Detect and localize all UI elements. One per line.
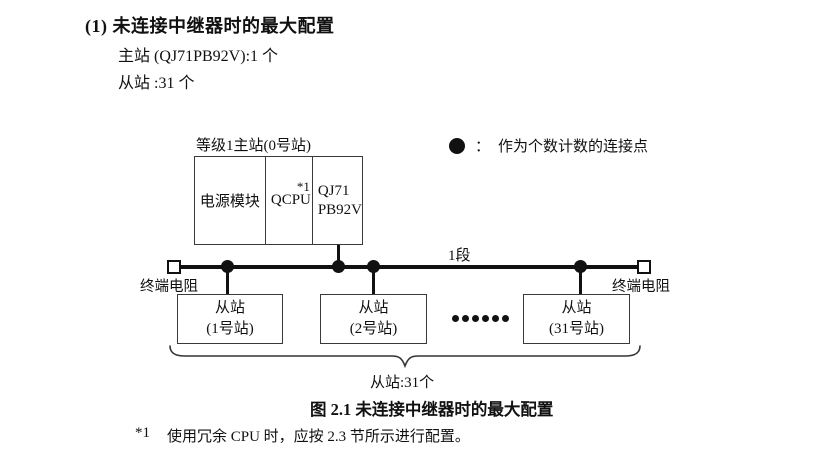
slave1-subtitle: (1号站) [206,321,254,337]
footnote-marker: *1 [135,425,150,441]
slave2-subtitle: (2号站) [349,321,398,337]
ellipsis-dots-icon [452,315,509,322]
slave-count-label: 从站:31个 [370,375,435,391]
legend: ： 作为个数计数的连接点 [449,135,648,156]
master-drop-line [337,245,340,266]
bus-line [174,265,644,269]
slave1-drop-line [226,268,229,295]
terminator-left-icon [167,260,181,274]
slave-station-box-2: 从站 (2号站) [320,294,427,344]
master-station-label: 等级1主站(0号站) [196,138,311,154]
connection-point-icon [449,137,465,154]
cpu-footnote-ref: *1 [296,179,310,194]
slave2-drop-line [372,268,375,295]
connection-dot-slave1 [221,260,234,273]
slave1-title: 从站 [214,300,245,316]
slave-station-box-1: 从站 (1号站) [177,294,283,344]
connection-dot-master [332,260,345,273]
master-station-box: 电源模块 QCPU *1 QJ71 PB92V [194,156,363,245]
module-name-line1: QJ71 [317,182,350,199]
legend-text: 作为个数计数的连接点 [498,139,649,155]
cpu-cell: QCPU *1 [266,157,313,244]
terminator-left-label: 终端电阻 [140,279,198,295]
connection-dot-slave31 [574,260,587,273]
slave31-subtitle: (31号站) [549,321,604,337]
slave31-drop-line [579,268,582,295]
section-heading: (1) 未连接中继器时的最大配置 [85,16,335,36]
connection-dot-slave2 [367,260,380,273]
terminator-right-icon [637,260,651,274]
pb92v-module-cell: QJ71 PB92V [313,157,362,244]
master-count-line: 主站 (QJ71PB92V):1 个 [118,48,279,65]
module-name-line2: PB92V [317,201,362,218]
slave-count-line: 从站 :31 个 [118,75,195,92]
legend-colon: ： [475,139,491,155]
segment-label: 1段 [448,248,471,264]
figure-caption: 图 2.1 未连接中继器时的最大配置 [310,400,554,419]
slave-group-brace [169,345,641,369]
slave2-title: 从站 [358,300,389,316]
slave31-title: 从站 [561,300,592,316]
slave-station-box-31: 从站 (31号站) [523,294,630,344]
power-module-cell: 电源模块 [195,157,266,244]
terminator-right-label: 终端电阻 [612,279,670,295]
footnote-text: 使用冗余 CPU 时，应按 2.3 节所示进行配置。 [167,429,470,445]
cpu-label: QCPU [270,192,311,208]
